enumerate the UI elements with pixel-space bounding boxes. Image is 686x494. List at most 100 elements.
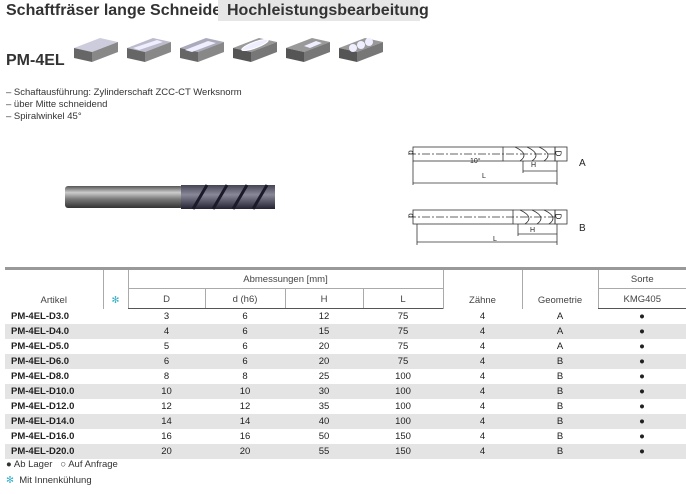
cell-artikel: PM-4EL-D5.0 bbox=[11, 340, 70, 352]
cell-geometrie: B bbox=[522, 443, 598, 459]
cell-geometrie: A bbox=[522, 323, 598, 339]
col-zaehne: Zähne bbox=[442, 268, 522, 309]
cell-artikel: PM-4EL-D4.0 bbox=[5, 323, 103, 339]
cell-geometrie: B bbox=[522, 353, 598, 369]
block-holes-icon bbox=[339, 38, 383, 62]
cell-d-h6: 20 bbox=[205, 443, 285, 459]
cell-D: 20 bbox=[128, 443, 205, 459]
cell-coolant bbox=[103, 399, 128, 414]
cell-grade: ● bbox=[598, 383, 686, 399]
cell-L: 75 bbox=[363, 323, 443, 339]
cell-D: 6 bbox=[128, 353, 205, 369]
cell-H: 55 bbox=[285, 443, 363, 459]
page-title: Schaftfräser lange Schneide bbox=[6, 2, 222, 19]
cell-artikel: PM-4EL-D12.0 bbox=[11, 400, 75, 412]
cell-artikel: PM-4EL-D3.0 bbox=[11, 310, 70, 322]
coolant-legend-icon: ✻ bbox=[6, 475, 14, 486]
col-geometrie: Geometrie bbox=[521, 268, 598, 309]
col-L: L bbox=[362, 288, 443, 309]
cell-zaehne: 4 bbox=[443, 383, 522, 399]
cell-d-h6: 16 bbox=[239, 430, 251, 442]
cell-grade: ● bbox=[598, 323, 686, 339]
legend-coolant: Mit Innenkühlung bbox=[19, 475, 92, 486]
cutting-diameter-label-a: D bbox=[553, 150, 563, 157]
cell-D: 8 bbox=[163, 370, 170, 382]
shank-diameter-label-b: d bbox=[406, 213, 416, 218]
cell-L: 100 bbox=[395, 370, 411, 382]
cell-coolant bbox=[103, 383, 128, 399]
cell-zaehne: 4 bbox=[443, 443, 522, 459]
cell-H: 12 bbox=[318, 310, 330, 322]
cell-d-h6: 6 bbox=[242, 310, 248, 322]
angle-label: 10° bbox=[470, 158, 481, 165]
cell-grade: ● bbox=[639, 430, 645, 442]
coolant-icon: ✻ bbox=[102, 268, 128, 309]
block-slot-icon bbox=[180, 38, 224, 62]
geometry-label-a: A bbox=[579, 158, 586, 169]
end-mill-image bbox=[65, 184, 275, 210]
cell-coolant bbox=[103, 353, 128, 369]
block-pocket-icon bbox=[233, 38, 277, 62]
cell-d-h6: 6 bbox=[205, 323, 285, 339]
cell-coolant bbox=[103, 369, 128, 384]
cell-H: 30 bbox=[285, 383, 363, 399]
cell-zaehne: 4 bbox=[479, 340, 486, 352]
cell-coolant bbox=[103, 429, 128, 444]
cell-zaehne: 4 bbox=[479, 310, 486, 322]
cell-d-h6: 6 bbox=[242, 340, 248, 352]
col-D: D bbox=[127, 288, 205, 309]
cell-geometrie: B bbox=[522, 383, 598, 399]
cell-artikel: PM-4EL-D8.0 bbox=[11, 370, 70, 382]
cell-L: 75 bbox=[397, 340, 409, 352]
availability-legend: ● Ab Lager ○ Auf Anfrage bbox=[6, 459, 118, 470]
l-label-b: L bbox=[493, 236, 497, 243]
cell-d-h6: 10 bbox=[205, 383, 285, 399]
model-name: PM-4EL bbox=[6, 52, 65, 69]
cell-zaehne: 4 bbox=[479, 400, 486, 412]
cell-artikel: PM-4EL-D14.0 bbox=[5, 413, 103, 429]
cell-geometrie: B bbox=[556, 430, 564, 442]
cell-L: 100 bbox=[363, 383, 443, 399]
cell-D: 14 bbox=[128, 413, 205, 429]
page-subtitle: Hochleistungsbearbeitung bbox=[218, 0, 429, 21]
cell-geometrie: B bbox=[522, 413, 598, 429]
cell-H: 40 bbox=[285, 413, 363, 429]
cell-artikel: PM-4EL-D10.0 bbox=[5, 383, 103, 399]
col-grade: KMG405 bbox=[597, 288, 686, 309]
sorte-header: Sorte bbox=[597, 268, 686, 289]
h-label-a: H bbox=[531, 162, 537, 169]
cell-grade: ● bbox=[598, 443, 686, 459]
cell-zaehne: 4 bbox=[479, 370, 486, 382]
cell-D: 4 bbox=[128, 323, 205, 339]
cell-coolant bbox=[103, 339, 128, 354]
cell-grade: ● bbox=[598, 413, 686, 429]
l-label-a: L bbox=[482, 173, 486, 180]
cell-geometrie: B bbox=[556, 370, 564, 382]
cell-coolant bbox=[103, 413, 128, 429]
cell-grade: ● bbox=[639, 370, 645, 382]
cell-D: 16 bbox=[161, 430, 172, 442]
cell-L: 75 bbox=[363, 353, 443, 369]
col-artikel: Artikel bbox=[40, 294, 67, 306]
cell-grade: ● bbox=[639, 400, 645, 412]
cell-artikel: PM-4EL-D6.0 bbox=[5, 353, 103, 369]
cell-zaehne: 4 bbox=[443, 323, 522, 339]
cell-artikel: PM-4EL-D16.0 bbox=[11, 430, 75, 442]
coolant-legend: ✻ Mit Innenkühlung bbox=[6, 475, 92, 486]
cell-grade: ● bbox=[598, 353, 686, 369]
cell-L: 75 bbox=[397, 310, 409, 322]
cell-coolant bbox=[103, 309, 128, 324]
feature-center-cutting: – über Mitte schneidend bbox=[6, 99, 108, 110]
cell-geometrie: A bbox=[556, 340, 564, 352]
cell-H: 25 bbox=[318, 370, 330, 382]
cell-L: 100 bbox=[363, 413, 443, 429]
cell-L: 150 bbox=[395, 430, 411, 442]
cell-coolant bbox=[103, 443, 128, 459]
